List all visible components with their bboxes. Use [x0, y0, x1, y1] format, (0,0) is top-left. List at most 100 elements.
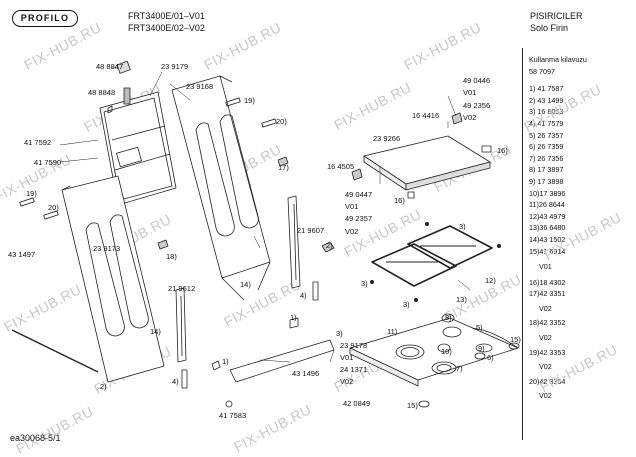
- parts-list-item: 58 7097: [529, 66, 555, 76]
- callout-label: 5): [476, 323, 483, 332]
- callout-label: 2): [326, 241, 333, 250]
- callout-label: 4): [300, 291, 307, 300]
- callout-label: 14): [240, 280, 251, 289]
- callout-label: V02: [345, 227, 359, 236]
- subcategory-title: Solo Firin: [530, 23, 569, 33]
- callout-label: 13): [456, 295, 467, 304]
- callout-label: 1): [222, 357, 229, 366]
- parts-list-item: 19)42 3353: [529, 347, 566, 357]
- parts-list: Kullanma kilavuzu 58 7097 1) 41 7587 2) …: [529, 54, 633, 402]
- parts-list-item: V02: [539, 333, 552, 343]
- parts-list-item: 2) 43 1499: [529, 95, 564, 105]
- parts-list-item: 5) 26 7357: [529, 130, 564, 140]
- callout-label: 6): [487, 353, 494, 362]
- parts-list-item: 13)36 6480: [529, 223, 566, 233]
- vent-parts: [107, 60, 131, 114]
- callout-label: 16 4416: [412, 111, 440, 120]
- parts-list-item: 18)42 3352: [529, 318, 566, 328]
- callout-label: 23 9178: [340, 341, 368, 350]
- parts-list-item: 6) 26 7359: [529, 142, 564, 152]
- callout-label: 23 9173: [93, 244, 121, 253]
- callout-label: 23 9179: [161, 62, 189, 71]
- callout-label: 23 9266: [373, 134, 401, 143]
- callout-label: 18): [166, 252, 177, 261]
- parts-list-item: 16)18 4302: [529, 277, 566, 287]
- callout-label: V01: [345, 202, 359, 211]
- parts-list-item: 1) 41 7587: [529, 84, 564, 94]
- parts-list-item: V02: [539, 391, 552, 401]
- callout-label: 7): [456, 364, 463, 373]
- callout-label: 21 9612: [168, 284, 196, 293]
- parts-list-item: Kullanma kilavuzu: [529, 55, 587, 64]
- parts-list-item: V02: [539, 362, 552, 372]
- model-number-2: FRT3400E/02–V02: [128, 23, 205, 33]
- parts-list-item: V02: [539, 303, 552, 313]
- callout-label: 16): [497, 146, 508, 155]
- column-divider: [522, 48, 523, 440]
- callout-label: 8): [445, 313, 452, 322]
- callout-label: 16 4505: [327, 162, 355, 171]
- callout-label: 48 8848: [88, 88, 116, 97]
- callout-label: 16): [394, 196, 405, 205]
- callout-label: 43 1497: [8, 250, 36, 259]
- callout-label: 49 0446: [463, 76, 491, 85]
- pan-supports: [371, 225, 493, 287]
- callout-label: 3): [361, 279, 368, 288]
- parts-list-item: 11)26 8644: [529, 200, 565, 210]
- parts-list-item: 14)43 1502: [529, 234, 566, 244]
- callout-label: V01: [340, 353, 354, 362]
- callout-label: 43 1496: [292, 369, 320, 378]
- parts-list-item: 8) 17 3897: [529, 165, 564, 175]
- callout-label: 19): [244, 96, 255, 105]
- callout-label: 17): [278, 163, 289, 172]
- callout-label: 14): [150, 327, 161, 336]
- callout-label: V02: [340, 377, 354, 386]
- callout-label: 41 7583: [219, 411, 247, 420]
- parts-list-item: 3) 16 8053: [529, 107, 564, 117]
- callout-label: 41 7592: [24, 138, 52, 147]
- brackets: [19, 97, 335, 253]
- leader-lines: [59, 67, 471, 363]
- callout-label: 48 8847: [96, 62, 124, 71]
- parts-list-item: 12)43 4979: [529, 211, 566, 221]
- callout-label: 1): [290, 313, 297, 322]
- callout-label: 24 1371: [340, 365, 368, 374]
- callout-label: 41 7590: [34, 158, 62, 167]
- drawing-code: ea30068-5/1: [10, 433, 61, 443]
- brand-logo: PROFILO: [12, 10, 78, 27]
- callout-label: V01: [463, 88, 477, 97]
- callout-label: 2): [100, 382, 107, 391]
- callout-label: 42 0849: [343, 399, 371, 408]
- category-title: PISIRICILER: [530, 11, 583, 21]
- model-number-1: FRT3400E/01–V01: [128, 11, 205, 21]
- callout-label: 10): [441, 347, 452, 356]
- rod: [11, 329, 99, 373]
- rubber-feet: [369, 221, 501, 302]
- callout-label: 15): [407, 401, 418, 410]
- callout-label: 3): [459, 222, 466, 231]
- callout-label: 19): [26, 189, 37, 198]
- thermo-wire: [471, 327, 519, 349]
- rails: [175, 195, 319, 389]
- callout-label: 23 9168: [186, 82, 214, 91]
- callout-label: 11): [387, 327, 398, 336]
- callout-label: 15): [510, 335, 521, 344]
- parts-list-item: 15)41 6914: [529, 246, 566, 256]
- parts-list-item: 10)17 3896: [529, 188, 566, 198]
- callout-label: 20): [48, 203, 59, 212]
- screw: [225, 400, 233, 408]
- parts-list-item: V01: [539, 262, 552, 272]
- callout-label: 12): [485, 276, 496, 285]
- callout-label: V02: [463, 113, 477, 122]
- back-panel: [99, 91, 177, 206]
- side-panel-right: [171, 75, 271, 301]
- callout-label: 9): [478, 344, 485, 353]
- parts-list-item: 17)42 3351: [529, 289, 566, 299]
- parts-list-item: 4) 41 7579: [529, 118, 564, 128]
- callout-label: 4): [172, 377, 179, 386]
- callout-label: 3): [336, 329, 343, 338]
- callout-label: 21 9607: [297, 226, 325, 235]
- side-panel-left: [61, 175, 165, 383]
- tray: [351, 112, 492, 199]
